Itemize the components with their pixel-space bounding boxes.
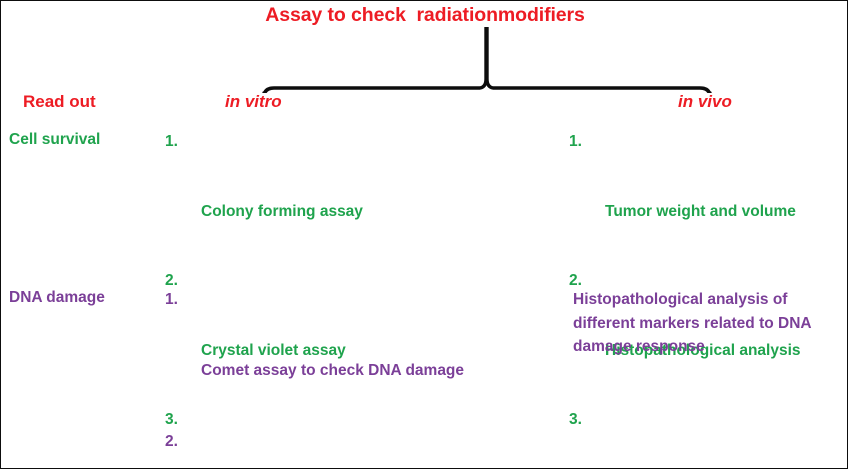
list-item-label: Tumor weight and volume: [605, 202, 796, 220]
list-item: 1. Comet assay to check DNA damage: [165, 288, 465, 430]
cell-survival-in-vitro-list: 1. Colony forming assay 2. Crystal viole…: [165, 130, 565, 468]
list-item-number: 1.: [165, 291, 178, 308]
figure-title: Assay to check radiationmodifiers: [265, 4, 585, 26]
list-item-label: Crystal violet assay: [201, 341, 346, 359]
list-item-number: 2.: [165, 432, 178, 450]
brace-connector: [256, 27, 718, 93]
dna-damage-in-vitro-list: 1. Comet assay to check DNA damage 2. YH…: [165, 288, 465, 468]
list-item-label: Histopathological analysis: [605, 341, 801, 359]
column-header-in-vitro: in vitro: [225, 92, 282, 111]
list-item-number: 3.: [165, 411, 178, 429]
list-item: 3. Overall animal survival: [569, 408, 844, 468]
cell-survival-in-vivo-list: 1. Tumor weight and volume 2. Histopatho…: [569, 130, 844, 468]
list-item: 2. Crystal violet assay: [165, 269, 565, 408]
column-header-in-vivo: in vivo: [678, 92, 732, 111]
list-item: 2. YH2AX immunofluroscence statining: [165, 430, 465, 468]
list-item: 1. Colony forming assay: [165, 130, 565, 269]
row-label-dna-damage: DNA damage: [9, 289, 105, 306]
list-item-label: Comet assay to check DNA damage: [201, 361, 465, 379]
list-item-number: 3.: [569, 411, 582, 429]
column-header-readout: Read out: [23, 92, 96, 111]
list-item: 1. Tumor weight and volume: [569, 130, 844, 269]
list-item-label: Colony forming assay: [201, 202, 363, 220]
list-item: 2. Histopathological analysis: [569, 269, 844, 408]
row-label-cell-survival: Cell survival: [9, 131, 101, 148]
list-item: 3. MTT assays: [165, 408, 565, 468]
list-item-number: 2.: [165, 272, 178, 290]
list-item-number: 1.: [569, 133, 582, 150]
list-item-number: 2.: [569, 272, 582, 290]
list-item-number: 1.: [165, 133, 178, 150]
dna-damage-in-vivo-text: Histopathological analysis of different …: [573, 291, 812, 356]
